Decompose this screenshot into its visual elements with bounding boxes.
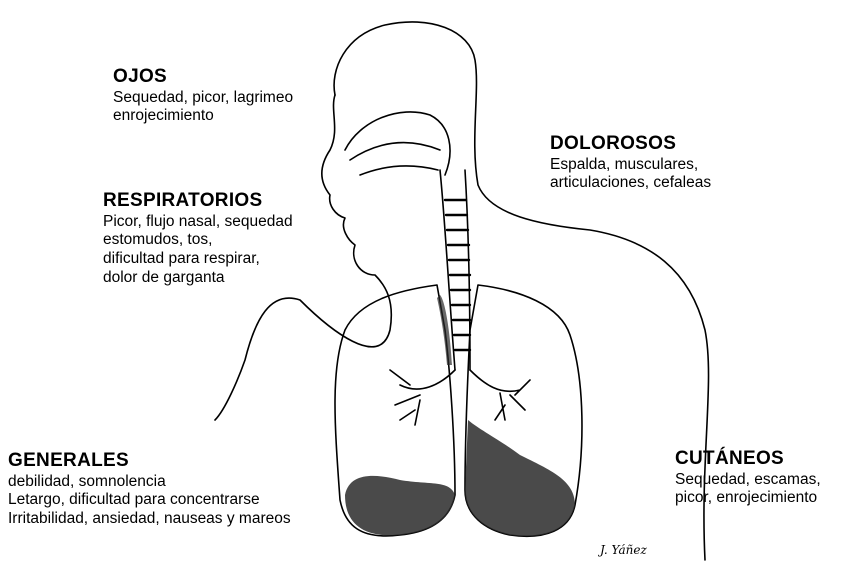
label-cutaneos-line: Sequedad, escamas,: [675, 471, 821, 490]
label-dolorosos-line: Espalda, musculares,: [550, 156, 711, 175]
left-bronchi: [390, 370, 455, 425]
label-cutaneos-line: picor, enrojecimiento: [675, 489, 821, 508]
right-lung-shading: [465, 420, 575, 536]
label-generales-line: Irritabilidad, ansiedad, nauseas y mareo…: [8, 510, 291, 529]
left-lung-shading: [345, 476, 455, 536]
label-respiratorios: RESPIRATORIOS Picor, flujo nasal, sequed…: [103, 190, 293, 287]
label-dolorosos-line: articulaciones, cefaleas: [550, 174, 711, 193]
label-respiratorios-title: RESPIRATORIOS: [103, 190, 262, 211]
label-ojos-title: OJOS: [113, 66, 167, 87]
label-cutaneos: CUTÁNEOS Sequedad, escamas, picor, enroj…: [675, 448, 821, 508]
label-generales-title: GENERALES: [8, 450, 129, 471]
label-dolorosos-title: DOLOROSOS: [550, 133, 676, 154]
label-respiratorios-line: dificultad para respirar,: [103, 250, 293, 269]
label-respiratorios-line: dolor de garganta: [103, 269, 293, 288]
label-ojos: OJOS Sequedad, picor, lagrimeo enrojecim…: [113, 66, 293, 126]
label-respiratorios-line: estomudos, tos,: [103, 231, 293, 250]
label-generales: GENERALES debilidad, somnolencia Letargo…: [8, 450, 291, 529]
label-generales-line: Letargo, dificultad para concentrarse: [8, 491, 291, 510]
artist-signature: J. Yáñez: [600, 543, 647, 557]
label-cutaneos-title: CUTÁNEOS: [675, 448, 784, 469]
label-dolorosos: DOLOROSOS Espalda, musculares, articulac…: [550, 133, 711, 193]
label-respiratorios-line: Picor, flujo nasal, sequedad: [103, 213, 293, 232]
label-generales-line: debilidad, somnolencia: [8, 473, 291, 492]
label-ojos-line: enrojecimiento: [113, 107, 293, 126]
right-bronchi: [470, 370, 530, 420]
label-ojos-line: Sequedad, picor, lagrimeo: [113, 89, 293, 108]
